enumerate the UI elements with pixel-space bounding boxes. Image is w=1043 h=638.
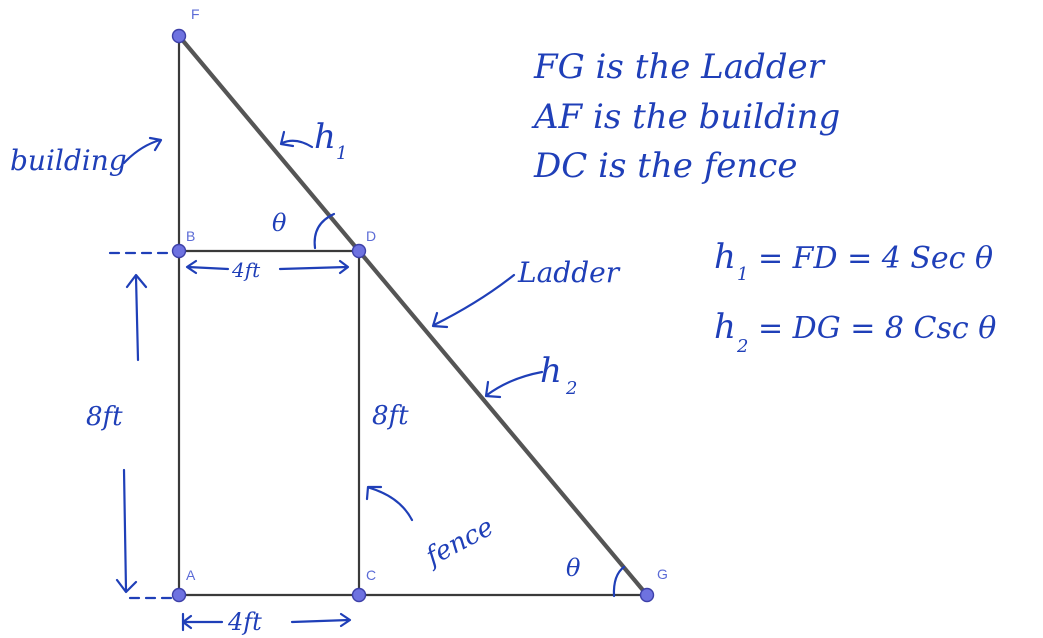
building-arrow — [122, 136, 163, 165]
point-label-D: D — [366, 228, 376, 244]
equation-1-subscript: 1 — [737, 264, 748, 285]
segment-FG-ladder — [176, 33, 650, 598]
point-label-C: C — [366, 567, 376, 583]
theta-at-D: θ — [272, 209, 287, 237]
note-line-1: FG is the Ladder — [533, 47, 826, 87]
h1-arrow — [279, 130, 314, 149]
point-label-F: F — [191, 6, 200, 22]
angle-arc-D — [313, 212, 336, 250]
equation-2-subscript: 2 — [736, 336, 748, 357]
point-D — [351, 243, 367, 259]
note-line-2: AF is the building — [531, 97, 840, 137]
angle-arc-G — [612, 565, 626, 598]
left-height-label: 8ft — [86, 402, 123, 432]
equation-1-rhs: = FD = 4 Sec θ — [758, 241, 993, 276]
bd-length-label: 4ft — [231, 258, 261, 282]
ac-length-label: 4ft — [227, 608, 262, 636]
equation-1-lhs: h — [714, 237, 736, 277]
h2-subscript: 2 — [565, 378, 577, 399]
h1-label: h — [314, 117, 336, 157]
point-A — [171, 587, 187, 603]
ladder-arrow — [431, 273, 516, 329]
ladder-label: Ladder — [517, 256, 621, 289]
theta-at-G: θ — [566, 554, 581, 582]
fence-label: fence — [419, 512, 498, 573]
fence-height-label: 8ft — [372, 401, 409, 431]
point-G — [639, 587, 655, 603]
equation-2-lhs: h — [714, 307, 736, 347]
h1-subscript: 1 — [336, 143, 347, 164]
point-label-A: A — [186, 567, 196, 583]
building-label: building — [10, 144, 127, 177]
left-dim-arrow-up — [125, 273, 148, 362]
h2-arrow — [484, 370, 544, 399]
point-B — [171, 243, 187, 259]
h2-label: h — [540, 351, 562, 391]
point-label-G: G — [657, 566, 668, 582]
bd-arrow-right — [278, 259, 350, 275]
fence-arrow — [365, 485, 414, 522]
point-C — [351, 587, 367, 603]
ac-arrow-left — [181, 612, 224, 632]
equation-2-rhs: = DG = 8 Csc θ — [758, 311, 996, 346]
bd-arrow-left — [185, 259, 230, 275]
point-label-B: B — [186, 228, 195, 244]
note-line-3: DC is the fence — [533, 146, 797, 186]
ac-arrow-right — [290, 612, 352, 628]
left-dim-arrow-down — [115, 468, 138, 594]
point-F — [171, 28, 187, 44]
